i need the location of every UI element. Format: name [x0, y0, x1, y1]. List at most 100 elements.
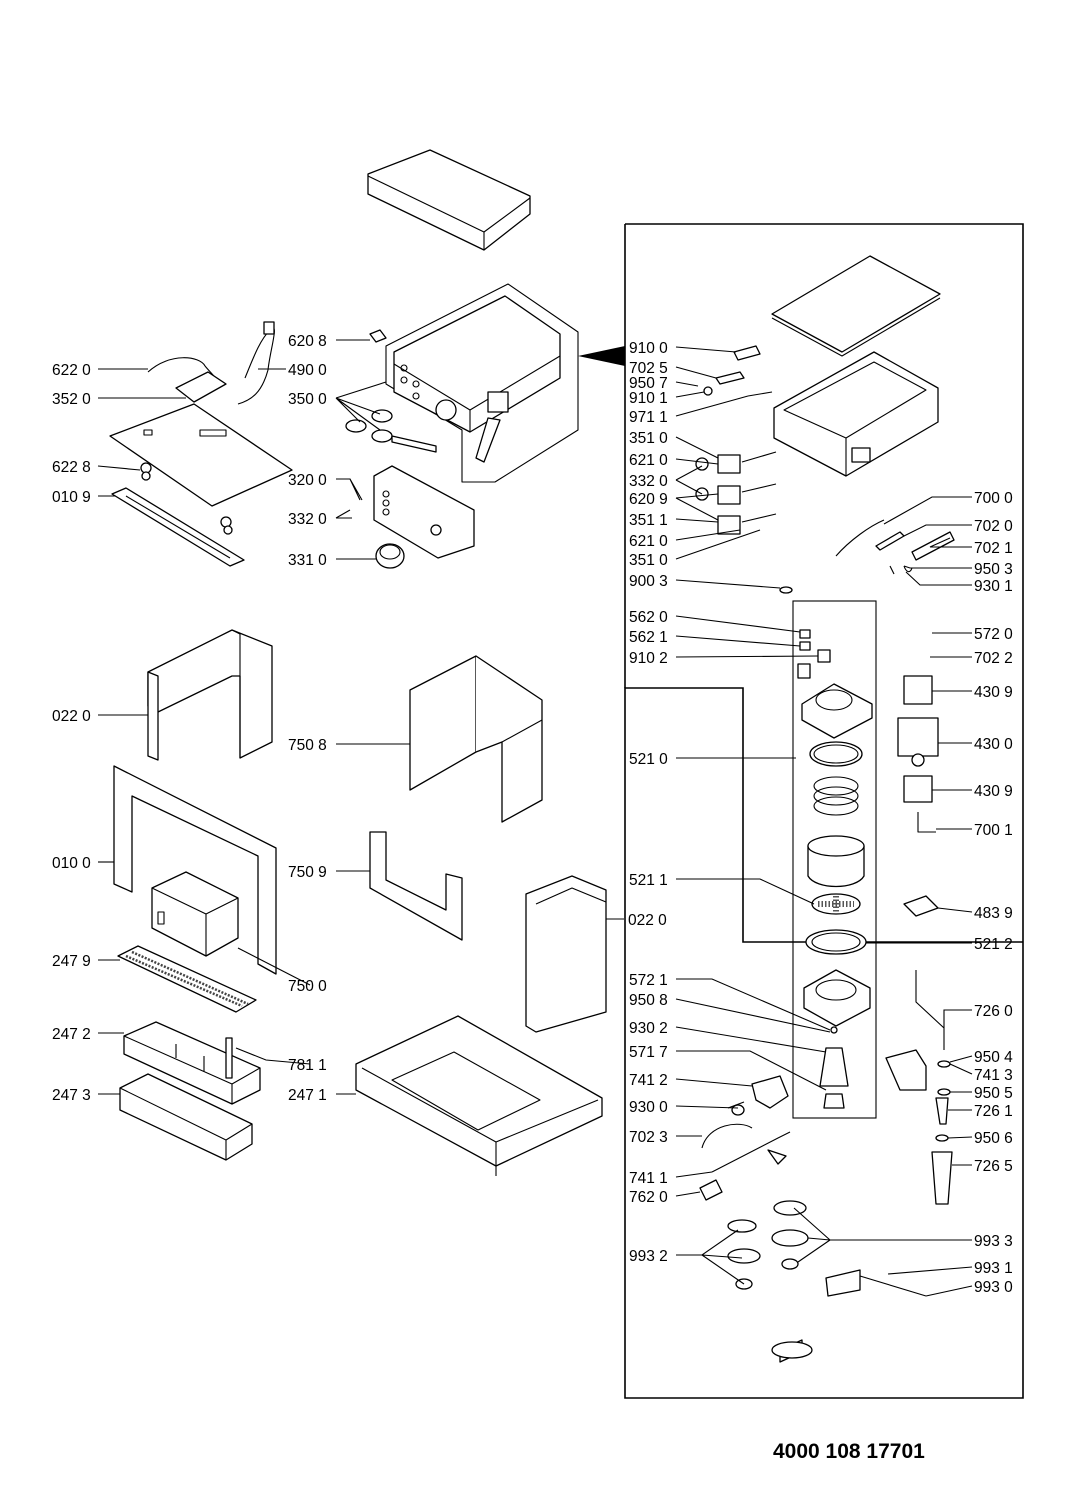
front-frame-010 [113, 765, 277, 975]
label-010-0: 010 0 [52, 855, 91, 872]
base-plate [109, 403, 293, 507]
label-351-0-b: 351 0 [629, 552, 668, 569]
label-430-0: 430 0 [974, 736, 1013, 753]
label-572-1: 572 1 [629, 972, 668, 989]
label-430-9-a: 430 9 [974, 684, 1013, 701]
part-labels: 622 0 352 0 622 8 010 9 620 8 490 0 350 … [52, 333, 1013, 1296]
label-700-0: 700 0 [974, 490, 1013, 507]
label-331-0: 331 0 [288, 552, 327, 569]
label-247-3: 247 3 [52, 1087, 91, 1104]
label-762-0: 762 0 [629, 1189, 668, 1206]
lever-and-accessories [699, 1075, 927, 1363]
label-726-0: 726 0 [974, 1003, 1013, 1020]
label-247-1: 247 1 [288, 1087, 327, 1104]
label-950-8: 950 8 [629, 992, 668, 1009]
label-993-3: 993 3 [974, 1233, 1013, 1250]
label-247-2: 247 2 [52, 1026, 91, 1043]
label-247-9: 247 9 [52, 953, 91, 970]
label-010-9: 010 9 [52, 489, 91, 506]
label-702-3: 702 3 [629, 1129, 668, 1146]
label-950-4: 950 4 [974, 1049, 1013, 1066]
label-993-0: 993 0 [974, 1279, 1013, 1296]
group-head-parts [797, 629, 873, 1109]
label-726-1: 726 1 [974, 1103, 1013, 1120]
label-702-0: 702 0 [974, 518, 1013, 535]
bracket-750-9 [369, 831, 463, 941]
base-tray-247-1 [355, 1015, 603, 1176]
detail-housing [773, 351, 939, 477]
main-housing [385, 283, 625, 483]
box-750-0 [151, 871, 239, 957]
label-022-0-right: 022 0 [628, 912, 667, 929]
label-700-1: 700 1 [974, 822, 1013, 839]
label-521-1: 521 1 [629, 872, 668, 889]
label-910-1: 910 1 [629, 390, 668, 407]
label-332-0-right: 332 0 [629, 473, 668, 490]
label-621-0-b: 621 0 [629, 533, 668, 550]
label-702-1: 702 1 [974, 540, 1013, 557]
filter-cups [345, 409, 437, 453]
label-971-1: 971 1 [629, 409, 668, 426]
label-993-1: 993 1 [974, 1260, 1013, 1277]
label-430-9-b: 430 9 [974, 783, 1013, 800]
connector-620-8 [369, 329, 387, 343]
label-351-1: 351 1 [629, 512, 668, 529]
rail-bracket [111, 462, 245, 567]
detail-lid [771, 255, 941, 357]
label-702-5: 702 5 [629, 360, 668, 377]
label-741-1: 741 1 [629, 1170, 668, 1187]
side-panel-022-left [147, 629, 273, 761]
label-352-0: 352 0 [52, 391, 91, 408]
label-993-2: 993 2 [629, 1248, 668, 1265]
label-702-2: 702 2 [974, 650, 1013, 667]
label-910-0: 910 0 [629, 340, 668, 357]
label-572-0: 572 0 [974, 626, 1013, 643]
label-726-5: 726 5 [974, 1158, 1013, 1175]
label-910-2: 910 2 [629, 650, 668, 667]
side-panel-022-right [525, 875, 607, 1033]
label-930-0: 930 0 [629, 1099, 668, 1116]
label-750-0: 750 0 [288, 978, 327, 995]
label-621-0-a: 621 0 [629, 452, 668, 469]
label-351-0-a: 351 0 [629, 430, 668, 447]
label-750-8: 750 8 [288, 737, 327, 754]
side-panel-320 [373, 465, 475, 559]
label-622-0: 622 0 [52, 362, 91, 379]
label-930-1: 930 1 [974, 578, 1013, 595]
leader-lines [97, 339, 973, 1297]
label-620-8: 620 8 [288, 333, 327, 350]
label-950-3: 950 3 [974, 561, 1013, 578]
label-620-9: 620 9 [629, 491, 668, 508]
label-950-5: 950 5 [974, 1085, 1013, 1102]
label-320-0: 320 0 [288, 472, 327, 489]
label-350-0: 350 0 [288, 391, 327, 408]
group-box-group-head [792, 600, 877, 1119]
label-622-8: 622 8 [52, 459, 91, 476]
control-board [175, 371, 227, 403]
drip-grid-247-9 [117, 945, 257, 1013]
detail-frame [624, 223, 1024, 1399]
top-cover-plate [367, 149, 531, 251]
label-562-1: 562 1 [629, 629, 668, 646]
label-571-7: 571 7 [629, 1044, 668, 1061]
label-930-2: 930 2 [629, 1020, 668, 1037]
right-column-parts [885, 675, 953, 1205]
drip-tray-247-2 [123, 1021, 261, 1105]
label-332-0-left: 332 0 [288, 511, 327, 528]
label-781-1: 781 1 [288, 1057, 327, 1074]
label-950-6: 950 6 [974, 1130, 1013, 1147]
label-750-9: 750 9 [288, 864, 327, 881]
label-741-3: 741 3 [974, 1067, 1013, 1084]
label-900-3: 900 3 [629, 573, 668, 590]
label-562-0: 562 0 [629, 609, 668, 626]
label-490-0: 490 0 [288, 362, 327, 379]
frame-panel-750-8 [409, 655, 543, 823]
label-022-0-left: 022 0 [52, 708, 91, 725]
label-483-9: 483 9 [974, 905, 1013, 922]
label-521-2: 521 2 [974, 936, 1013, 953]
drip-tray-247-3 [119, 1073, 253, 1161]
document-code: 4000 108 17701 [773, 1440, 925, 1463]
label-521-0: 521 0 [629, 751, 668, 768]
label-950-7: 950 7 [629, 375, 668, 392]
